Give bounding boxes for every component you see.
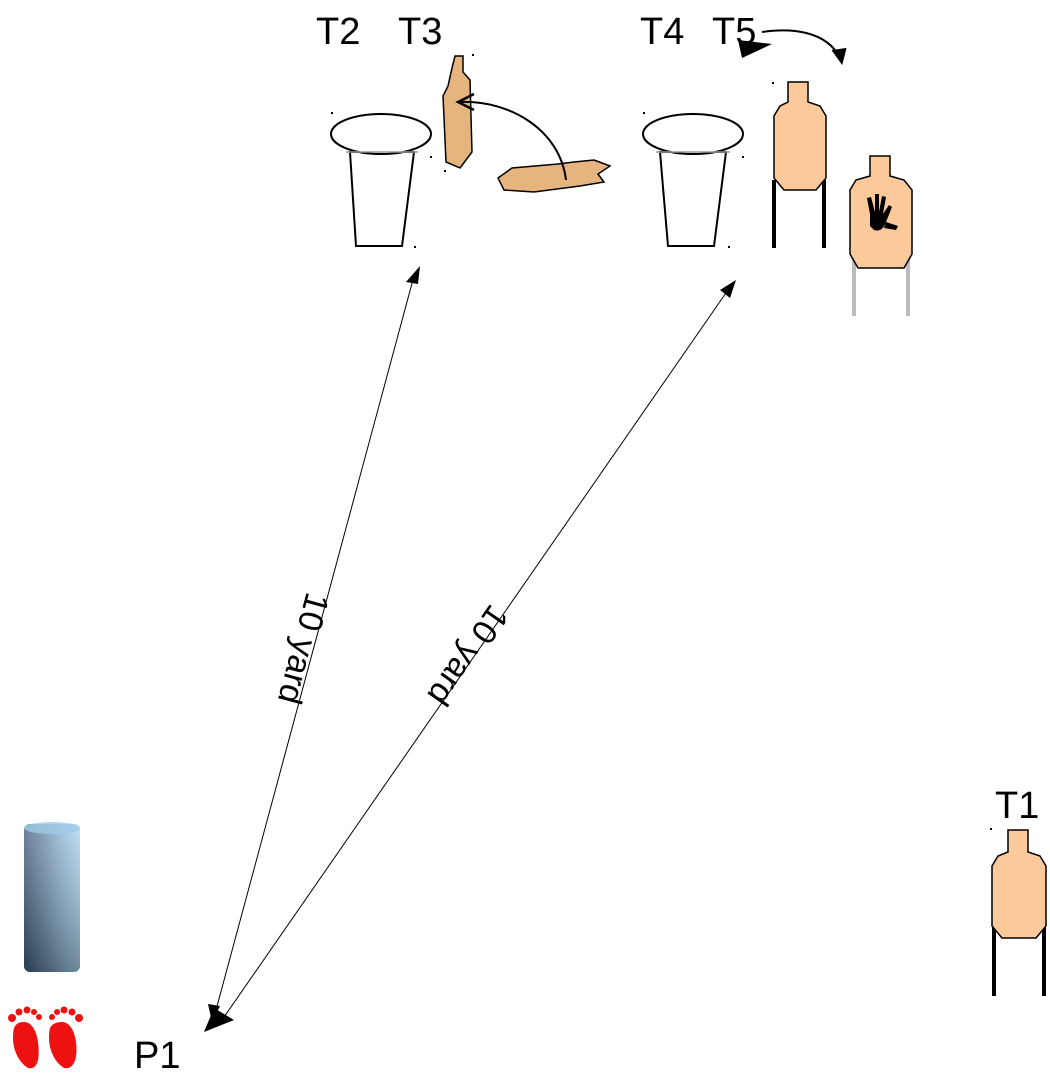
footprints-icon bbox=[8, 1006, 83, 1069]
target-t1 bbox=[991, 829, 1047, 996]
distance-label-t4: 10 yard bbox=[420, 598, 516, 713]
label-t4: T4 bbox=[640, 11, 684, 53]
marker-dots bbox=[331, 54, 992, 830]
drum-icon-t2 bbox=[330, 113, 432, 247]
swinger-target-horizontal bbox=[497, 159, 612, 193]
swinger-arc-arrow bbox=[455, 92, 567, 181]
target-t5-no-shoot bbox=[849, 155, 913, 316]
label-p1: P1 bbox=[134, 1035, 180, 1072]
t5-swing-arrow bbox=[738, 29, 847, 66]
target-t4 bbox=[772, 81, 827, 248]
distance-line-p1-t4 bbox=[204, 280, 736, 1032]
label-t1: T1 bbox=[995, 785, 1039, 827]
label-t3: T3 bbox=[398, 11, 442, 53]
swinger-target-upright bbox=[442, 55, 473, 169]
label-t2: T2 bbox=[316, 11, 360, 53]
distance-label-t2: 10 yard bbox=[270, 589, 336, 708]
hand-icon bbox=[867, 194, 898, 231]
drum-icon-t4 bbox=[642, 113, 744, 247]
barrel-icon bbox=[24, 822, 80, 972]
